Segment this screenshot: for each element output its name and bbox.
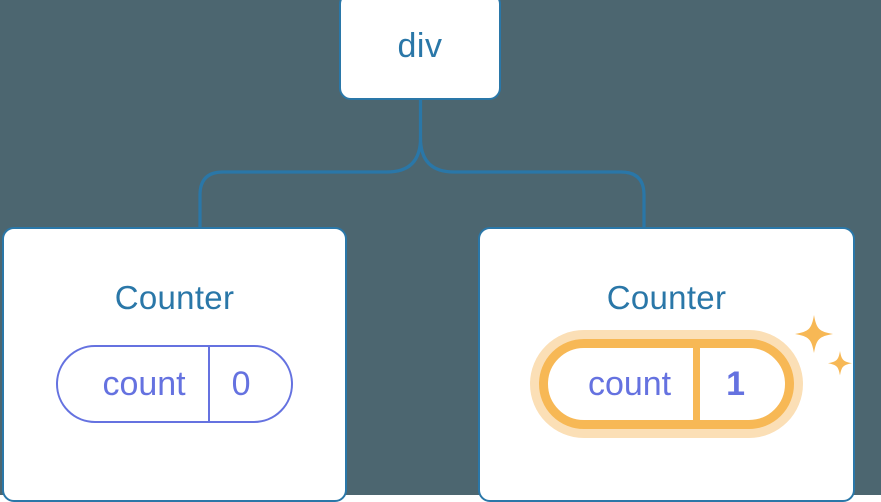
node-counter-left-title: Counter [114,279,235,316]
state-pill-right-value: 1 [693,348,785,420]
state-pill-right[interactable]: count 1 [538,339,795,429]
state-pill-right-key: count [587,364,672,403]
node-div[interactable]: div [339,0,501,100]
state-pill-left-wrapper: count 0 [56,345,293,423]
state-pill-left-key: count [102,364,186,403]
node-counter-right[interactable]: Counter count 1 [478,227,855,502]
state-pill-left-value: 0 [207,347,291,421]
node-counter-left[interactable]: Counter count 0 [2,227,347,502]
sparkle-group [795,315,853,376]
state-pill-right-wrapper: count 1 [538,315,853,429]
state-pill-left[interactable]: count 0 [56,345,293,423]
sparkle-small-icon [828,351,853,376]
node-div-label: div [397,26,443,65]
node-counter-right-title: Counter [606,279,727,316]
sparkle-large-icon [795,315,834,353]
